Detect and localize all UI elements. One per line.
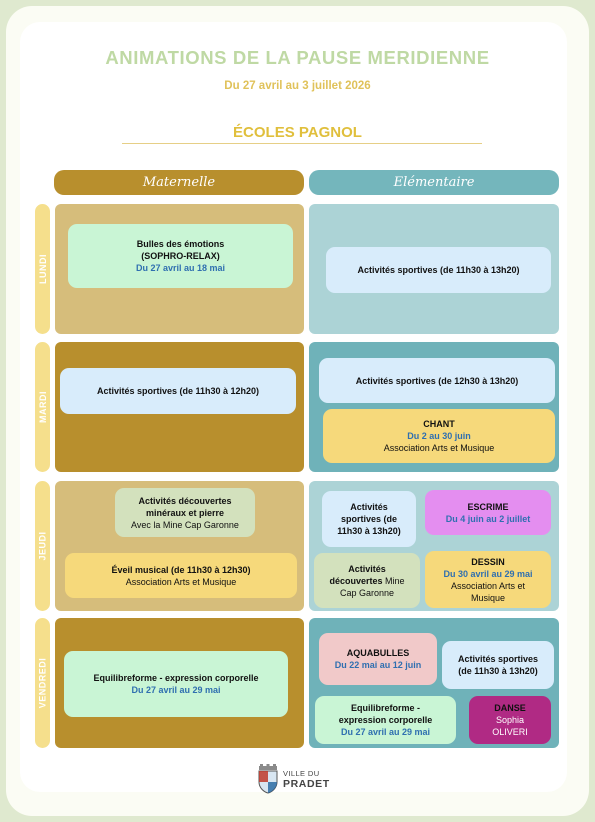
activity-card-sport-mardi-maternelle: Activités sportives (de 11h30 à 12h20) (60, 368, 296, 414)
column-header-elementaire: Elémentaire (309, 170, 559, 195)
activity-card-equilibreforme-maternelle: Equilibreforme - expression corporelle D… (64, 651, 288, 717)
activity-card-eveil-musical: Éveil musical (de 11h30 à 12h30) Associa… (65, 553, 297, 598)
logo-line-1: VILLE DU (283, 769, 320, 778)
activity-card-danse: DANSE Sophia OLIVERI (469, 696, 551, 744)
ville-du-pradet-logo: VILLE DU PRADET (257, 762, 341, 796)
school-name: ÉCOLES PAGNOL (233, 124, 362, 141)
school-underline (122, 143, 482, 144)
activity-card-escrime: ESCRIME Du 4 juin au 2 juillet (425, 490, 551, 535)
activity-card-sport-jeudi: Activités sportives (de 11h30 à 13h20) (322, 491, 416, 547)
activity-card-sophro-relax: Bulles des émotions (SOPHRO-RELAX) Du 27… (68, 224, 293, 288)
day-label-lundi: LUNDI (35, 204, 50, 334)
town-crest-icon (258, 764, 278, 794)
activity-card-dessin: DESSIN Du 30 avril au 29 mai Association… (425, 551, 551, 608)
logo-line-2: PRADET (283, 778, 330, 790)
day-label-mardi: MARDI (35, 342, 50, 472)
activity-card-sport-mardi-elementaire: Activités sportives (de 12h30 à 13h20) (319, 358, 555, 403)
column-header-maternelle: Maternelle (54, 170, 304, 195)
activity-card-aquabulles: AQUABULLES Du 22 mai au 12 juin (319, 633, 437, 685)
activity-card-decouvertes-mine: Activités découvertes Mine Cap Garonne (314, 553, 420, 608)
activity-card-chant: CHANT Du 2 au 30 juin Association Arts e… (323, 409, 555, 463)
day-label-jeudi: JEUDI (35, 481, 50, 611)
activity-card-equilibreforme-elementaire: Equilibreforme - expression corporelle D… (315, 696, 456, 744)
period-dates: Du 27 avril au 3 juillet 2026 (224, 80, 371, 92)
page-title: ANIMATIONS DE LA PAUSE MERIDIENNE (105, 47, 490, 68)
activity-card-sport-vendredi: Activités sportives (de 11h30 à 13h20) (442, 641, 554, 689)
activity-card-mineraux: Activités découvertes minéraux et pierre… (115, 488, 255, 537)
activity-card-sport-lundi: Activités sportives (de 11h30 à 13h20) (326, 247, 551, 293)
day-label-vendredi: VENDREDI (35, 618, 50, 748)
